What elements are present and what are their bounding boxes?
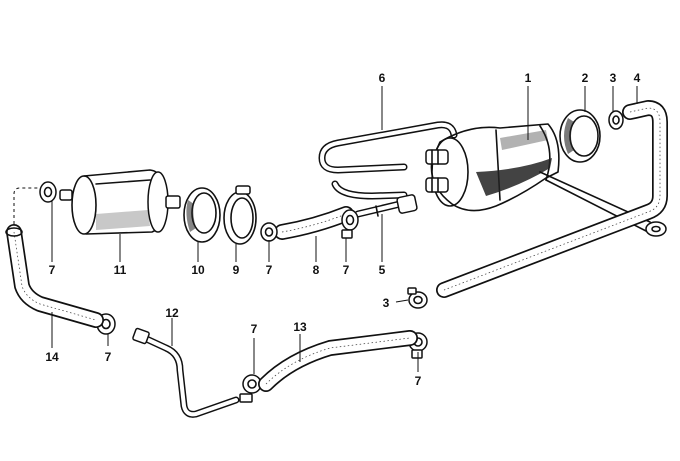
leader-lines [51, 86, 638, 374]
callout-11: 11 [114, 263, 127, 277]
callout-5: 5 [379, 263, 386, 277]
callout-1: 1 [525, 71, 532, 85]
callout-3-lower: 3 [383, 296, 390, 310]
clamp-7-filter-left [39, 181, 57, 203]
part-9-band-clamp [223, 185, 257, 245]
part-2-clamp-ring [559, 109, 601, 163]
part-4-return-hose [436, 100, 668, 298]
part-10-rubber-sleeve [183, 187, 221, 243]
callout-12: 12 [165, 306, 179, 320]
part-12-pipe [132, 327, 240, 418]
callout-13: 13 [293, 320, 307, 334]
callout-10: 10 [191, 263, 205, 277]
fitting-lower [425, 177, 449, 193]
clamp-7-after-9 [260, 222, 278, 242]
part-13-hose [258, 330, 418, 392]
clamp-7-hose-13-left [239, 374, 262, 403]
clamp-3-lower [407, 287, 428, 309]
clamp-3-upper [608, 110, 624, 130]
callout-7-filter: 7 [49, 263, 56, 277]
callout-7-after-8: 7 [343, 263, 350, 277]
callout-2: 2 [582, 71, 589, 85]
fitting-upper [425, 149, 449, 165]
callout-9: 9 [233, 263, 240, 277]
callout-4: 4 [634, 71, 641, 85]
part-6-bent-tube [318, 121, 458, 200]
callout-7-hose-13-right: 7 [415, 374, 422, 388]
callout-8: 8 [313, 263, 320, 277]
callout-labels: 1 2 3 4 6 7 11 10 9 7 8 7 5 3 12 7 13 14… [45, 71, 640, 388]
callout-3-upper: 3 [610, 71, 617, 85]
callout-14: 14 [45, 350, 59, 364]
callout-7-hose-13-left: 7 [251, 322, 258, 336]
callout-7-hose-14: 7 [105, 350, 112, 364]
part-5-connector [354, 194, 418, 218]
part-11-fuel-filter [59, 169, 181, 235]
part-1-accumulator [425, 123, 667, 237]
part-14-hose [5, 187, 104, 328]
part-8-hose [274, 206, 354, 240]
callout-7-after-9: 7 [266, 263, 273, 277]
clamp-7-after-8 [341, 209, 359, 239]
callout-6: 6 [379, 71, 386, 85]
